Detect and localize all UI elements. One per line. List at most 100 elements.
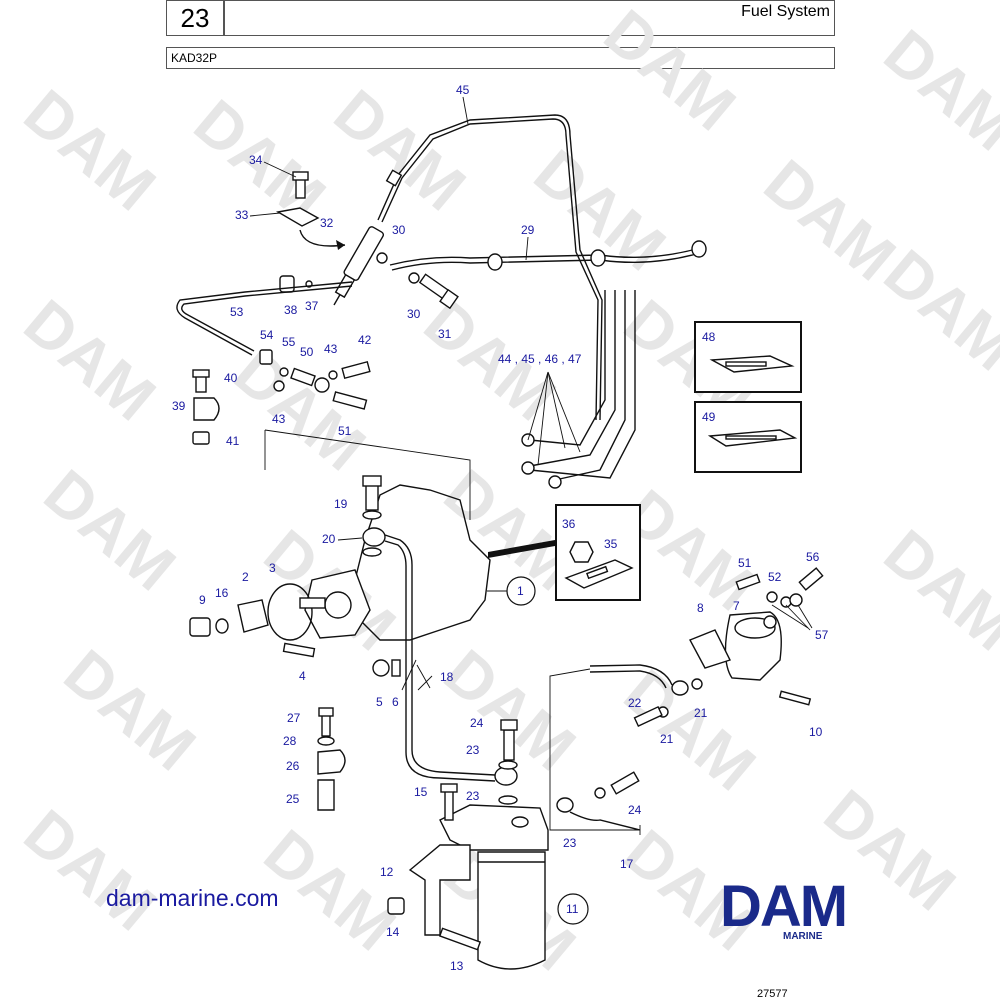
leader-line [771, 604, 809, 629]
callout: 16 [215, 586, 229, 600]
nut-9 [189, 617, 211, 637]
arrow-head [336, 240, 345, 250]
screw-10 [778, 690, 812, 706]
callout: 29 [521, 223, 535, 237]
watermark-21: DAM [11, 796, 169, 945]
callout: 1 [517, 584, 524, 598]
union-42 [341, 360, 371, 380]
washer-28 [317, 736, 335, 746]
website-link[interactable]: dam-marine.com [106, 885, 279, 911]
leader-line [797, 604, 813, 629]
banjo [556, 797, 574, 813]
delivery-pipe-47 [529, 290, 636, 479]
injector-32 [333, 226, 385, 306]
fuel-line-17b [569, 811, 641, 831]
clamp-33 [276, 207, 320, 227]
callout: 17 [620, 857, 634, 871]
callout: 38 [284, 303, 298, 317]
clamp-box-48 [694, 321, 802, 393]
page-title: Fuel System [741, 3, 830, 20]
callout: 57 [815, 628, 829, 642]
callout: 18 [440, 670, 454, 684]
leader-line [537, 371, 549, 466]
filter-port [511, 816, 529, 828]
clip-39 [193, 397, 220, 421]
callout: 23 [563, 836, 577, 850]
callout: 53 [230, 305, 244, 319]
logo-subtitle: MARINE [783, 931, 823, 942]
gasket-8 [689, 629, 731, 669]
callout: 42 [358, 333, 372, 347]
pointer-arrow [488, 540, 555, 558]
fuel-filter-group [387, 660, 641, 970]
callout: 56 [806, 550, 820, 564]
bracket-25-28 [317, 707, 346, 811]
dam-logo: DAM [720, 876, 848, 939]
callout: 22 [628, 696, 642, 710]
watermark-8: DAM [11, 286, 169, 435]
nut-41 [192, 431, 210, 445]
bracket-box-35-36 [555, 504, 641, 601]
callout: 52 [768, 570, 782, 584]
stud [299, 597, 326, 609]
washer-43 [328, 370, 338, 380]
injection-pipe-45-inner [381, 118, 599, 421]
banjo-bolt-19-head [362, 475, 382, 487]
callout: 3 [269, 561, 276, 575]
callout: 21 [694, 706, 708, 720]
nut-14 [387, 897, 405, 915]
model-box: KAD32P [166, 47, 835, 69]
callout: 45 [456, 83, 470, 97]
washer-16 [215, 618, 229, 634]
screw-34-head [292, 171, 309, 181]
washer-23 [594, 787, 606, 799]
callout: 11 [566, 902, 579, 916]
callout-circle-1 [506, 576, 536, 606]
injection-pipe-45 [377, 114, 603, 421]
leader-line [263, 161, 297, 178]
bolt-24-head [500, 719, 518, 731]
callout: 7 [733, 599, 740, 613]
watermark-4: DAM [871, 16, 1000, 165]
callout: 41 [226, 434, 240, 448]
bracket-12 [408, 844, 471, 936]
leader-line [249, 212, 281, 217]
stud-4 [282, 642, 316, 658]
watermark-18: DAM [51, 636, 209, 785]
callout: 37 [305, 299, 319, 313]
washer-30 [376, 252, 388, 264]
callout: 27 [287, 711, 301, 725]
seal-6 [391, 659, 401, 677]
washer-55 [279, 367, 289, 377]
callout: 20 [322, 532, 336, 546]
watermark-13: DAM [31, 456, 189, 605]
callout: 43 [272, 412, 286, 426]
callout: 54 [260, 328, 274, 342]
screw-15-head [440, 783, 458, 793]
leader-line [337, 537, 363, 541]
bracket-25 [317, 779, 335, 811]
callout: 28 [283, 734, 297, 748]
leader-line [785, 604, 811, 631]
injection-pump-group [189, 429, 555, 691]
model-label: KAD32P [171, 51, 218, 65]
fitting-50 [290, 367, 316, 387]
callout: 15 [414, 785, 428, 799]
callout: 26 [286, 759, 300, 773]
callout: 8 [697, 601, 704, 615]
leader-line [416, 664, 431, 689]
injector-pipes-group [176, 114, 707, 489]
reference-number: 27577 [757, 988, 788, 1000]
o-ring-3 [267, 583, 313, 641]
banjo [671, 680, 689, 696]
callout: 51 [738, 556, 752, 570]
outline-line [549, 668, 640, 831]
title-box: Fuel System [224, 0, 835, 36]
callout: 51 [338, 424, 352, 438]
screw-56 [798, 567, 824, 591]
callout: 30 [392, 223, 406, 237]
gasket-2 [237, 599, 269, 633]
leader-line [547, 371, 581, 453]
banjo-fitting [487, 253, 503, 271]
bolt-13 [438, 927, 482, 951]
